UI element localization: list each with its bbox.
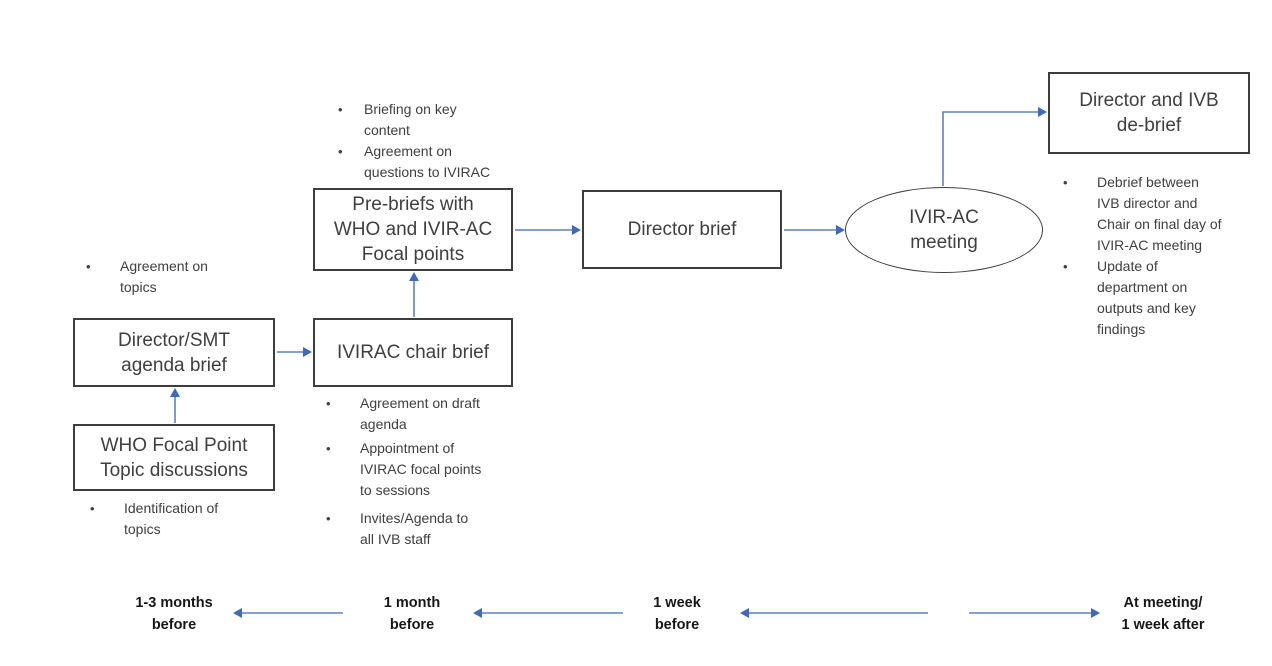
- bullet-icon: •: [326, 441, 331, 456]
- bullet-icon: •: [86, 259, 91, 274]
- bullet-item: • Agreement on topics: [86, 256, 256, 298]
- bullet-text: Agreement on draft agenda: [360, 395, 480, 432]
- node-title: Director and IVB de-brief: [1079, 90, 1219, 136]
- arrow-topics-to-agenda-icon: [170, 388, 180, 423]
- node-title: IVIRAC chair brief: [336, 342, 490, 363]
- bullet-icon: •: [338, 144, 343, 159]
- bullet-text: Invites/Agenda to all IVB staff: [360, 510, 469, 547]
- bullet-icon: •: [326, 511, 331, 526]
- bullets-pre-briefs: • Briefing on key content • Agreement on…: [338, 99, 513, 183]
- arrow-chair-to-prebriefs-icon: [409, 272, 419, 317]
- bullet-item: • Agreement on draft agenda: [326, 393, 511, 435]
- node-ivirac-chair-brief: IVIRAC chair brief: [313, 318, 513, 387]
- node-title: Director brief: [627, 219, 737, 240]
- timeline-label-1-month-before: 1 month before: [383, 595, 441, 633]
- bullets-director-smt: • Agreement on topics: [86, 256, 256, 301]
- bullets-who-focal-point: • Identification of topics: [90, 498, 260, 543]
- bullet-icon: •: [326, 396, 331, 411]
- timeline-arrow-2-icon: [473, 608, 623, 618]
- bullet-text: Briefing on key content: [364, 101, 457, 138]
- node-title: Director/SMT agenda brief: [118, 329, 230, 376]
- bullet-item: • Debrief between IVB director and Chair…: [1063, 172, 1238, 256]
- bullet-icon: •: [1063, 175, 1068, 190]
- arrow-prebriefs-to-director-icon: [515, 225, 581, 235]
- node-director-smt-agenda-brief: Director/SMT agenda brief: [73, 318, 275, 387]
- bullet-text: Update of department on outputs and key …: [1097, 258, 1196, 337]
- timeline-arrow-4-icon: [969, 608, 1100, 618]
- bullet-item: • Invites/Agenda to all IVB staff: [326, 508, 511, 550]
- bullet-text: Debrief between IVB director and Chair o…: [1097, 174, 1222, 253]
- bullet-text: Appointment of IVIRAC focal points to se…: [360, 440, 482, 498]
- timeline-label-1-3-months-before: 1-3 months before: [135, 595, 213, 633]
- timeline-label-1-week-before: 1 week before: [653, 595, 701, 633]
- arrow-meeting-to-debrief-icon: [942, 107, 1047, 186]
- bullet-text: Agreement on topics: [120, 258, 208, 295]
- bullet-item: • Agreement on questions to IVIRAC: [338, 141, 513, 183]
- bullets-ivirac-chair: • Agreement on draft agenda • Appointmen…: [326, 393, 511, 553]
- timeline-arrow-1-icon: [233, 608, 343, 618]
- bullet-item: • Identification of topics: [90, 498, 260, 540]
- timeline-arrow-3-icon: [740, 608, 928, 618]
- node-who-focal-point: WHO Focal Point Topic discussions: [73, 424, 275, 491]
- bullet-item: • Appointment of IVIRAC focal points to …: [326, 438, 511, 501]
- bullets-debrief: • Debrief between IVB director and Chair…: [1063, 172, 1238, 340]
- bullet-item: • Update of department on outputs and ke…: [1063, 256, 1238, 340]
- bullet-text: Agreement on questions to IVIRAC: [364, 143, 491, 180]
- node-title: WHO Focal Point Topic discussions: [100, 434, 248, 481]
- node-pre-briefs: Pre-briefs with WHO and IVIR-AC Focal po…: [313, 188, 513, 271]
- bullet-text: Identification of topics: [124, 500, 219, 537]
- arrow-director-to-meeting-icon: [784, 225, 845, 235]
- timeline-label-at-meeting-1-week-after: At meeting/ 1 week after: [1121, 595, 1205, 633]
- bullet-icon: •: [90, 501, 95, 516]
- node-title: IVIR-AC meeting: [909, 207, 979, 253]
- node-director-ivb-debrief: Director and IVB de-brief: [1048, 72, 1250, 154]
- bullet-item: • Briefing on key content: [338, 99, 513, 141]
- node-director-brief: Director brief: [582, 190, 782, 269]
- arrow-agenda-to-chair-icon: [277, 347, 312, 357]
- bullet-icon: •: [1063, 259, 1068, 274]
- node-title: Pre-briefs with WHO and IVIR-AC Focal po…: [333, 194, 493, 265]
- node-ivirac-meeting: IVIR-AC meeting: [845, 187, 1043, 273]
- bullet-icon: •: [338, 102, 343, 117]
